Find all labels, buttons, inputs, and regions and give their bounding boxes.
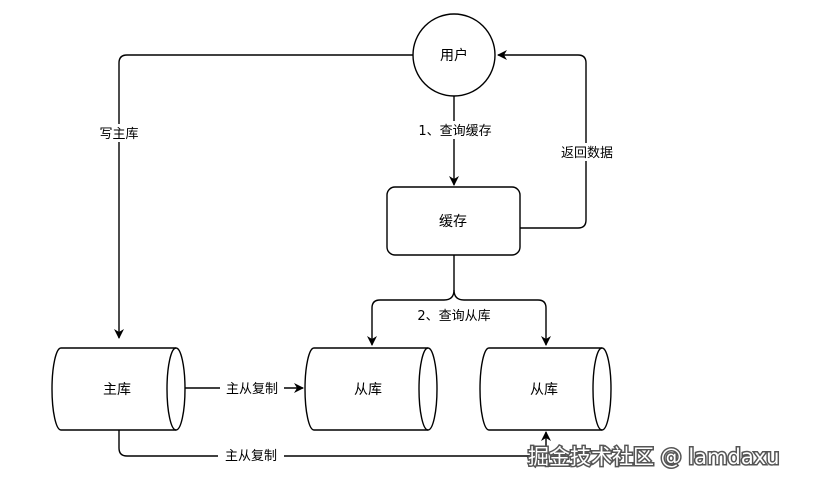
- node-cache-label: 缓存: [439, 214, 467, 230]
- label-query-cache: 1、查询缓存: [418, 124, 491, 139]
- node-slave-2-label: 从库: [530, 382, 558, 398]
- edge-query-slave-right: [453, 289, 551, 346]
- edge-return-data: [497, 50, 587, 229]
- node-slave-1-label: 从库: [354, 382, 382, 398]
- node-slave-2: 从库: [479, 347, 612, 431]
- edge-replicate-2: [118, 430, 551, 457]
- node-cache: 缓存: [386, 186, 521, 256]
- label-query-slave: 2、查询从库: [417, 308, 490, 324]
- edge-write-master: [114, 54, 413, 339]
- label-replicate-1: 主从复制: [226, 382, 278, 397]
- label-return-data: 返回数据: [561, 146, 613, 161]
- node-user: 用户: [412, 13, 496, 97]
- watermark: 掘金技术社区 @ lamdaxu: [528, 445, 779, 469]
- edge-query-slave-left: [367, 255, 455, 346]
- label-write-master: 写主库: [99, 126, 138, 142]
- node-user-label: 用户: [440, 47, 468, 64]
- node-slave-1: 从库: [304, 347, 438, 431]
- node-master-label: 主库: [103, 382, 131, 398]
- node-master: 主库: [51, 347, 186, 431]
- label-replicate-2: 主从复制: [225, 449, 277, 464]
